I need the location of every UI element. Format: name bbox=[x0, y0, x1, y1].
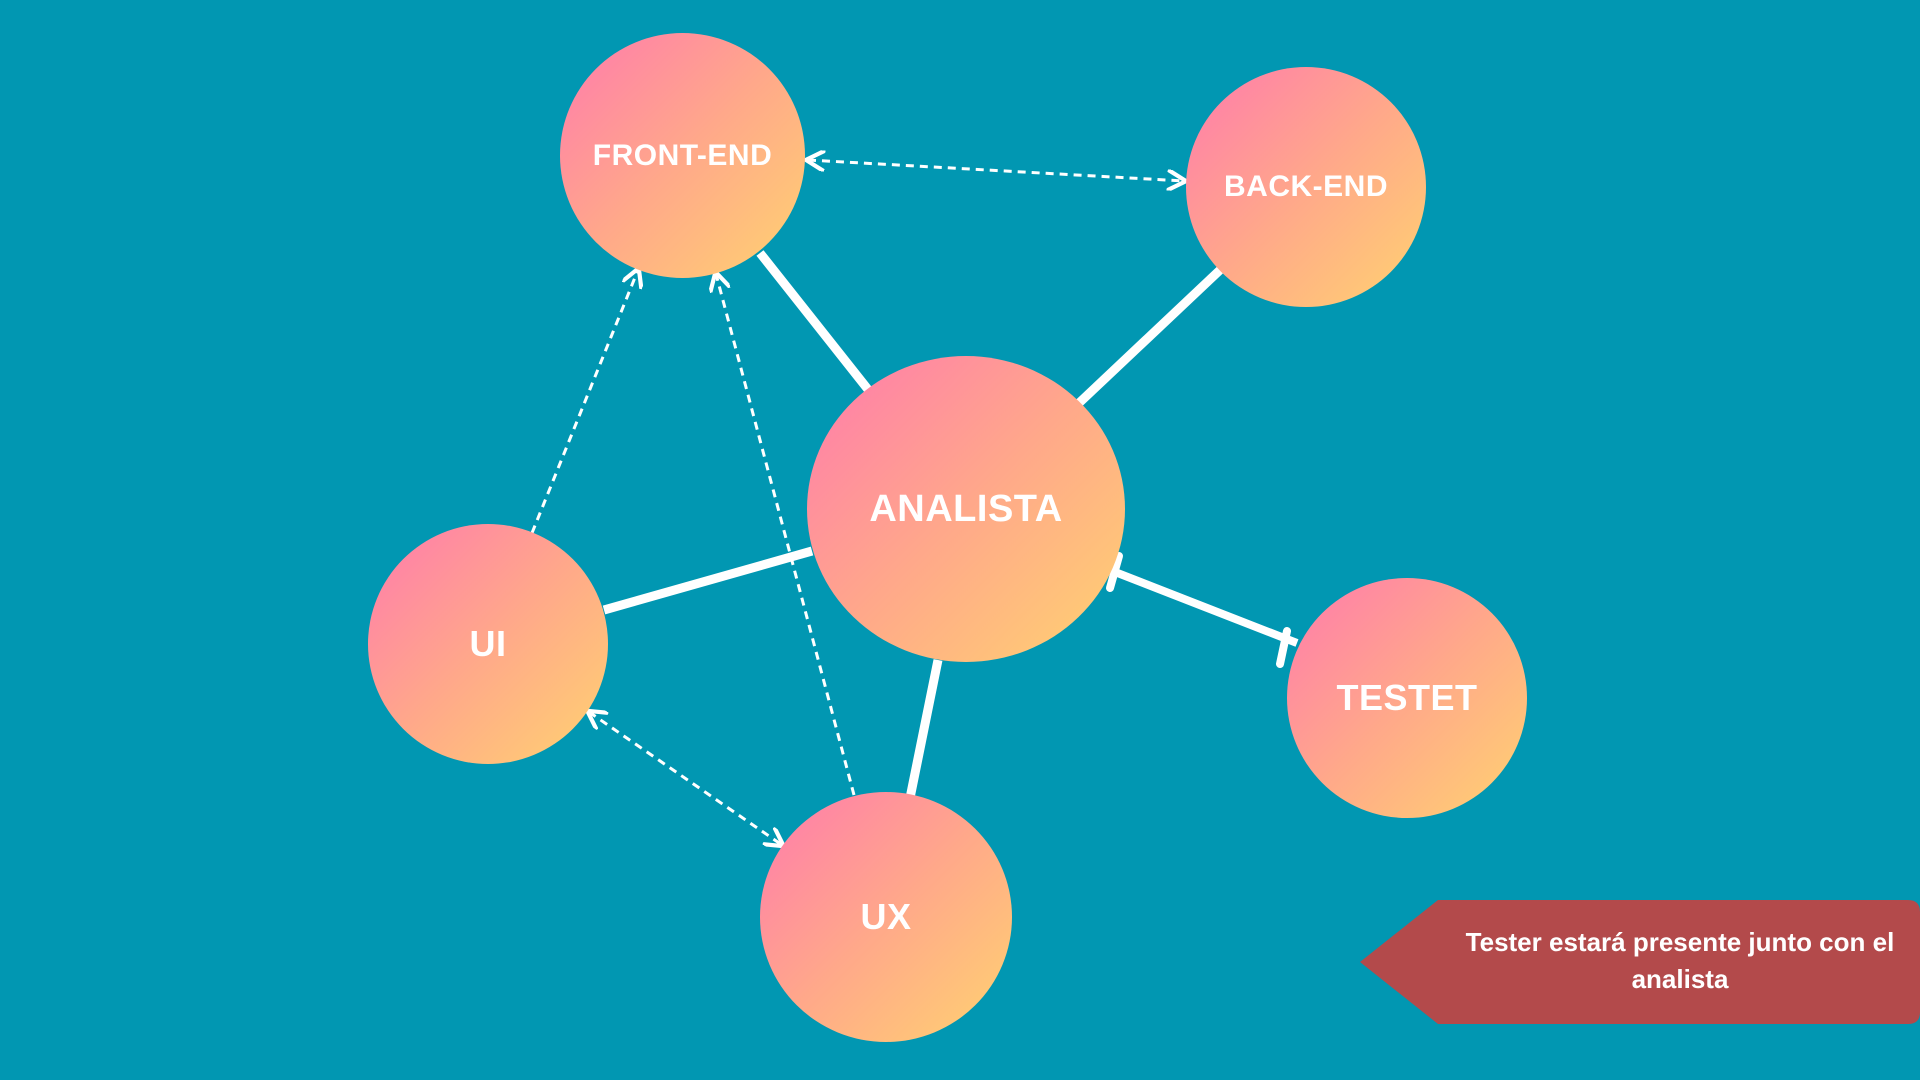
callout-arrow-shape bbox=[1360, 900, 1920, 1024]
node-back-end-label: BACK-END bbox=[1224, 170, 1388, 203]
node-testet: TESTET bbox=[1287, 578, 1527, 818]
note-text: Tester estará presente junto con el anal… bbox=[1465, 927, 1895, 994]
node-ux: UX bbox=[760, 792, 1012, 1042]
node-front-end: FRONT-END bbox=[560, 33, 805, 278]
dashed-arrow-ui-ux bbox=[589, 712, 782, 845]
link-analista-testet bbox=[1113, 568, 1299, 647]
node-ui-label: UI bbox=[469, 623, 507, 664]
link-analista-back-end bbox=[1074, 266, 1224, 408]
link-testet-end-cap bbox=[1276, 627, 1291, 668]
note-callout: Tester estará presente junto con el anal… bbox=[1360, 900, 1920, 1024]
node-analista-label: ANALISTA bbox=[869, 487, 1063, 530]
dashed-arrow-ui-front-end bbox=[530, 270, 638, 534]
node-ui: UI bbox=[368, 524, 608, 764]
link-analista-end-cap bbox=[1106, 552, 1123, 592]
node-front-end-label: FRONT-END bbox=[592, 138, 773, 172]
node-testet-label: TESTET bbox=[1336, 677, 1478, 718]
link-analista-ui bbox=[602, 546, 814, 615]
node-back-end: BACK-END bbox=[1186, 67, 1426, 307]
node-analista: ANALISTA bbox=[807, 356, 1125, 662]
dashed-arrow-front-end-back-end bbox=[808, 160, 1184, 181]
link-analista-front-end bbox=[756, 250, 874, 395]
node-ux-label: UX bbox=[860, 896, 912, 937]
link-analista-ux bbox=[905, 659, 943, 799]
dashed-arrow-ux-front-end bbox=[716, 274, 856, 796]
